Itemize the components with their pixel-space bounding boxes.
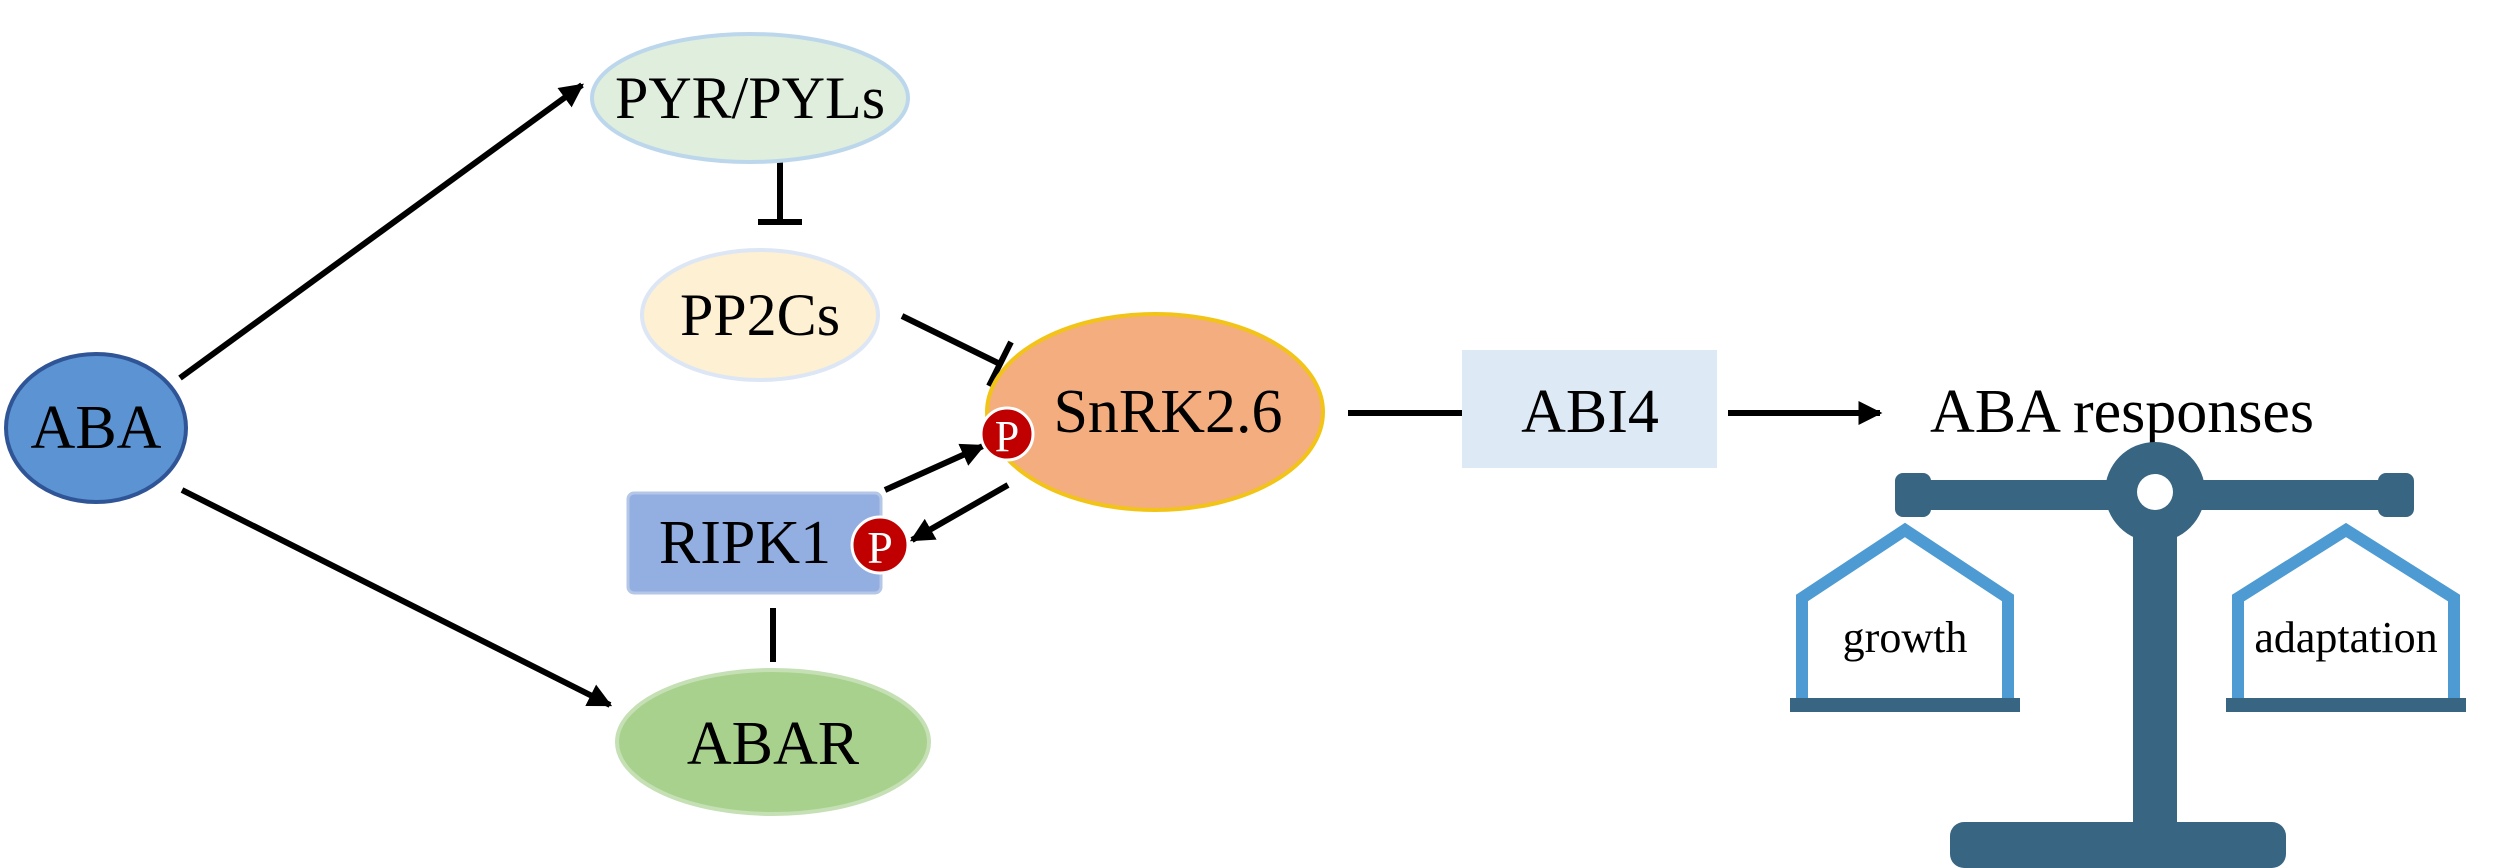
phospho-label-snrk: P xyxy=(995,412,1019,461)
abar-ellipse xyxy=(615,668,931,816)
balance-pivot-hole xyxy=(2137,474,2173,510)
edge-snrk-to-ripk1-arrow xyxy=(909,482,1010,543)
pyr-pyls-ellipse xyxy=(590,32,910,164)
phospho-badge-ripk1: P xyxy=(850,515,910,575)
balance-label-growth: growth xyxy=(1843,613,1968,662)
node-ripk1: RIPK1 xyxy=(626,491,883,595)
abi4-box xyxy=(1462,350,1717,468)
balance-tray-right xyxy=(2226,698,2466,712)
edge-aba-to-abar-arrow xyxy=(180,487,613,708)
aba-label: ABA xyxy=(31,394,162,462)
abi4-label: ABI4 xyxy=(1521,378,1659,446)
aba-responses-label: ABA responses xyxy=(1930,378,2314,446)
phospho-badge-snrk: P xyxy=(979,406,1035,462)
balance-beam-end-right xyxy=(2378,473,2414,517)
snrk26-ellipse xyxy=(985,312,1325,512)
phospho-label-ripk1: P xyxy=(867,522,893,573)
edge-pp2c-inhibits-snrk xyxy=(900,313,1014,388)
balance-pillar xyxy=(2133,520,2177,830)
node-pp2cs: PP2Cs xyxy=(640,248,880,382)
balance-tray-left xyxy=(1790,698,2020,712)
node-abar: ABAR xyxy=(615,668,931,816)
node-pyr-pyls: PYR/PYLs xyxy=(590,32,910,164)
node-aba: ABA xyxy=(4,352,188,504)
pyr-pyls-label: PYR/PYLs xyxy=(615,65,885,131)
balance-pan-left xyxy=(1796,522,2014,700)
edge-aba-to-pyr-arrow xyxy=(178,82,584,381)
balance-base xyxy=(1950,822,2286,868)
balance-beam-end-left xyxy=(1895,473,1931,517)
pp2cs-ellipse xyxy=(640,248,880,382)
edge-ripk1-to-snrk-arrow xyxy=(883,443,986,493)
aba-ellipse xyxy=(4,352,188,504)
snrk26-label: SnRK2.6 xyxy=(1053,378,1282,446)
node-snrk26: SnRK2.6 xyxy=(985,312,1325,512)
edge-pyr-inhibits-pp2c xyxy=(758,162,802,225)
abar-label: ABAR xyxy=(687,710,860,778)
ripk1-label: RIPK1 xyxy=(659,509,831,577)
phospho-icon xyxy=(979,406,1035,462)
balance-label-adaptation: adaptation xyxy=(2254,613,2437,662)
balance-pan-right xyxy=(2232,522,2460,700)
phospho-icon xyxy=(850,515,910,575)
balance-scale-icon: growth adaptation xyxy=(1790,442,2466,868)
pp2cs-label: PP2Cs xyxy=(680,282,840,348)
node-abi4: ABI4 xyxy=(1462,350,1717,468)
